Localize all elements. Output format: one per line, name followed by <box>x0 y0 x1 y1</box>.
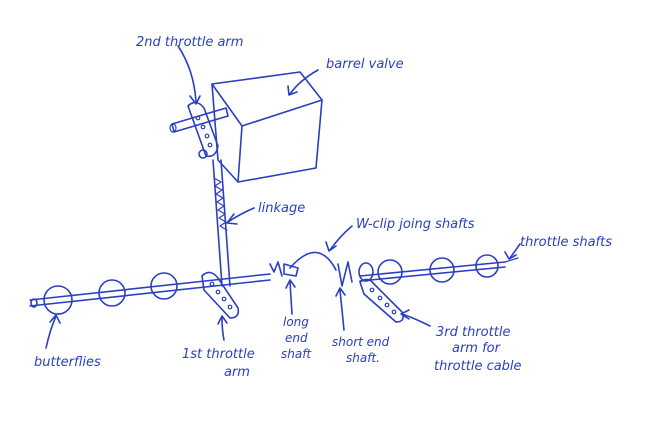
label-barrel-valve: barrel valve <box>326 57 404 72</box>
label-w-clip: W-clip joing shafts <box>356 217 475 232</box>
label-throttle-shafts: throttle shafts <box>520 235 612 250</box>
label-long-end-shaft-line3: shaft <box>281 347 312 361</box>
second-throttle-arm <box>169 101 229 159</box>
label-butterflies: butterflies <box>34 355 101 370</box>
label-long-end-shaft-line2: end <box>285 331 308 345</box>
first-throttle-arm <box>201 271 240 319</box>
label-short-end-shaft-line1: short end <box>332 335 390 349</box>
pointer-arrows <box>45 45 521 349</box>
third-throttle-arm <box>358 262 404 323</box>
linkage-rod <box>212 159 231 287</box>
label-third-throttle-arm-line1: 3rd throttle <box>436 325 510 340</box>
butterflies <box>43 254 499 315</box>
label-first-throttle-arm-line2: arm <box>224 365 250 380</box>
label-short-end-shaft-line2: shaft. <box>346 351 380 365</box>
w-clip <box>269 251 353 287</box>
barrel-valve-box <box>211 71 323 183</box>
label-third-throttle-arm-line2: arm for <box>452 341 502 356</box>
label-linkage: linkage <box>258 201 305 216</box>
throttle-shafts <box>29 257 519 308</box>
label-long-end-shaft-line1: long <box>283 315 309 329</box>
label-third-throttle-arm-line3: throttle cable <box>434 359 522 374</box>
label-second-throttle-arm: 2nd throttle arm <box>136 35 243 50</box>
label-first-throttle-arm-line1: 1st throttle <box>182 347 255 362</box>
